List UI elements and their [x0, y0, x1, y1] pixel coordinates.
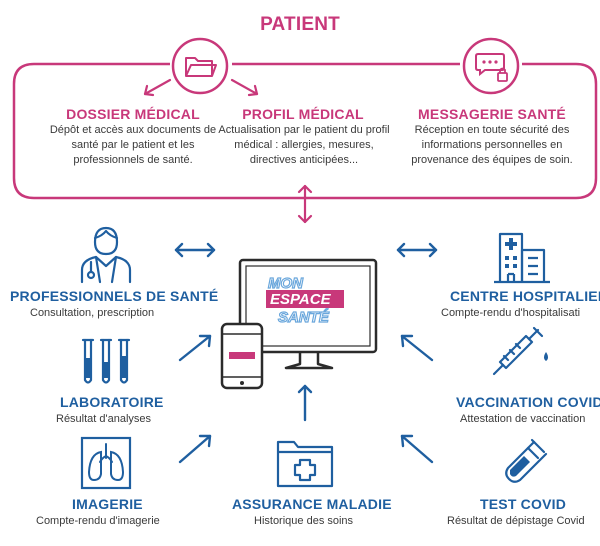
imagerie-desc: Compte-rendu d'imagerie	[36, 515, 160, 527]
patient-title: PATIENT	[260, 14, 340, 35]
dossier-medical-title: DOSSIER MÉDICAL	[66, 106, 200, 122]
profil-medical-desc: Actualisation par le patient du profil m…	[218, 124, 390, 166]
hospital-icon	[492, 222, 552, 284]
syringe-icon	[490, 326, 554, 386]
mon-espace-sante-logo: MON ESPACE SANTÉ	[266, 274, 366, 336]
profil-medical-title: PROFIL MÉDICAL	[242, 106, 364, 122]
test-covid-title: TEST COVID	[480, 496, 567, 512]
vaccination-title: VACCINATION COVID	[456, 394, 600, 410]
imagerie-title: IMAGERIE	[72, 496, 143, 512]
centre-hospitalier-desc: Compte-rendu d'hospitalisati	[441, 307, 581, 319]
dossier-medical-desc: Dépôt et accès aux documents de santé pa…	[49, 124, 217, 166]
swab-tube-icon	[498, 436, 550, 490]
laboratoire-desc: Résultat d'analyses	[56, 413, 152, 425]
folder-icon	[170, 36, 230, 96]
laboratoire-title: LABORATOIRE	[60, 394, 164, 410]
lungs-xray-icon	[80, 436, 132, 490]
test-tubes-icon	[78, 338, 134, 388]
messagerie-sante-title: MESSAGERIE SANTÉ	[418, 106, 566, 122]
messagerie-sante-desc: Réception en toute sécurité des informat…	[411, 124, 573, 166]
vaccination-desc: Attestation de vaccination	[460, 413, 586, 425]
doctor-icon	[78, 222, 134, 284]
professionnels-desc: Consultation, prescription	[30, 307, 155, 319]
folder-cross-icon	[276, 438, 334, 488]
phone-icon	[220, 322, 264, 390]
centre-hospitalier-title: CENTRE HOSPITALIER	[450, 288, 600, 304]
secure-message-icon	[461, 36, 521, 96]
test-covid-desc: Résultat de dépistage Covid	[447, 515, 585, 527]
professionnels-title: PROFESSIONNELS DE SANTÉ	[10, 288, 219, 304]
assurance-title: ASSURANCE MALADIE	[232, 496, 392, 512]
assurance-desc: Historique des soins	[254, 515, 354, 527]
